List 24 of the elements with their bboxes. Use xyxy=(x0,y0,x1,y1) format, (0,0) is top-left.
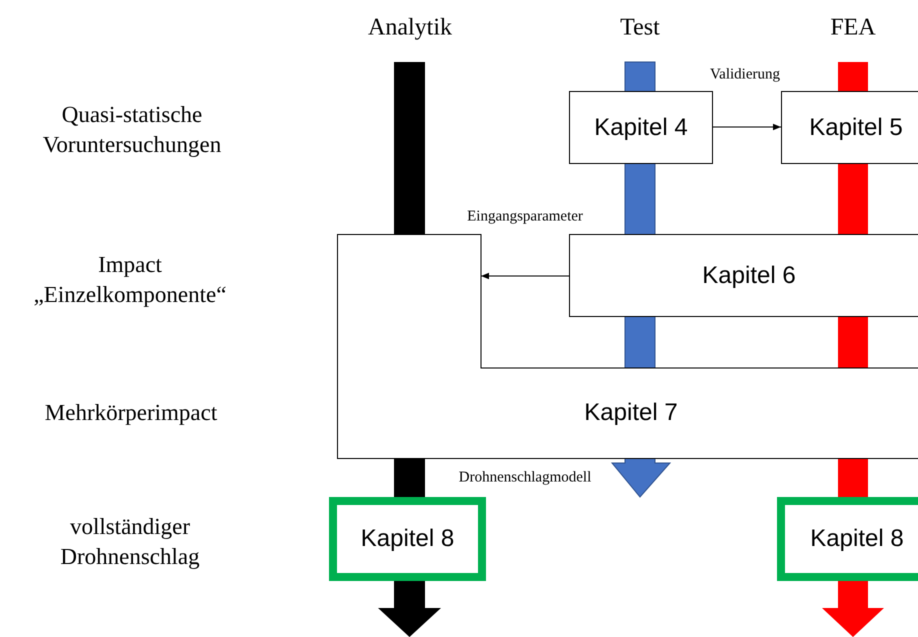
process-box xyxy=(337,234,918,459)
row-label: Quasi-statische Voruntersuchungen xyxy=(42,101,222,159)
row-label: vollständiger Drohnenschlag xyxy=(59,513,201,571)
node-label: Kapitel 5 xyxy=(809,114,903,142)
node-label: Kapitel 7 xyxy=(584,399,678,427)
edge-label: Eingangsparameter xyxy=(465,208,585,226)
arrow xyxy=(712,124,782,130)
process-box xyxy=(777,497,918,581)
edge-label: Validierung xyxy=(708,66,782,84)
node-label: Kapitel 4 xyxy=(594,114,688,142)
column-heading: Analytik xyxy=(367,13,453,42)
process-box xyxy=(569,234,918,317)
node-label: Kapitel 8 xyxy=(360,525,454,553)
row-label: Mehrkörperimpact xyxy=(44,399,218,428)
process-box xyxy=(781,91,918,164)
column-heading: FEA xyxy=(829,13,877,42)
node-label: Kapitel 8 xyxy=(810,525,904,553)
lane-label: Drohnenschlagmodell xyxy=(458,468,592,488)
process-box xyxy=(329,497,486,581)
column-heading: Test xyxy=(619,13,661,42)
arrow xyxy=(480,272,570,280)
process-box xyxy=(569,91,713,164)
node-label: Kapitel 6 xyxy=(702,262,796,290)
row-label: Impact „Einzelkomponente“ xyxy=(32,251,228,309)
